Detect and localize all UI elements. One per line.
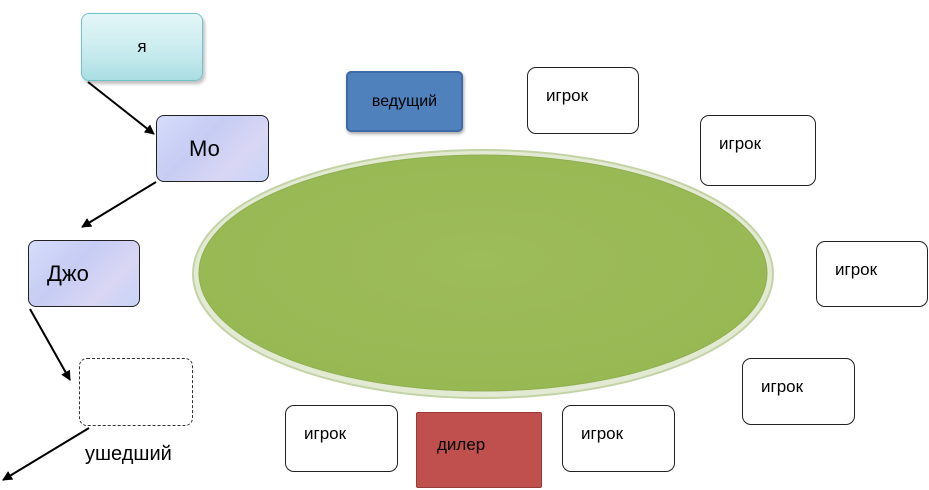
player-box: игрок [742,358,855,425]
node-joe-label: Джо [47,260,89,286]
node-gone-label: ушедший [85,443,172,465]
node-mo: Мо [156,115,269,182]
player-box: игрок [285,405,398,472]
dealer-box: дилер [416,412,542,488]
card-table-surface [198,154,768,392]
arrow-icon [87,81,155,135]
arrow-icon [81,181,157,228]
node-gone [79,358,193,426]
node-mo-label: Мо [189,135,220,161]
node-joe: Джо [28,240,140,307]
player-label: игрок [581,424,624,443]
player-label: игрок [761,377,804,396]
arrow-icon [29,308,71,381]
node-me: я [81,13,203,81]
player-box: игрок [816,241,928,307]
player-box: игрок [527,67,639,134]
player-box: игрок [700,115,816,186]
host-box: ведущий [346,71,463,132]
player-label: игрок [719,134,762,153]
player-label: игрок [835,260,878,279]
host-label: ведущий [371,92,438,110]
arrow-icon [2,427,90,481]
player-label: игрок [304,424,347,443]
player-box: игрок [562,405,675,472]
dealer-label: дилер [437,435,486,454]
node-me-label: я [137,37,147,56]
player-label: игрок [546,86,589,105]
